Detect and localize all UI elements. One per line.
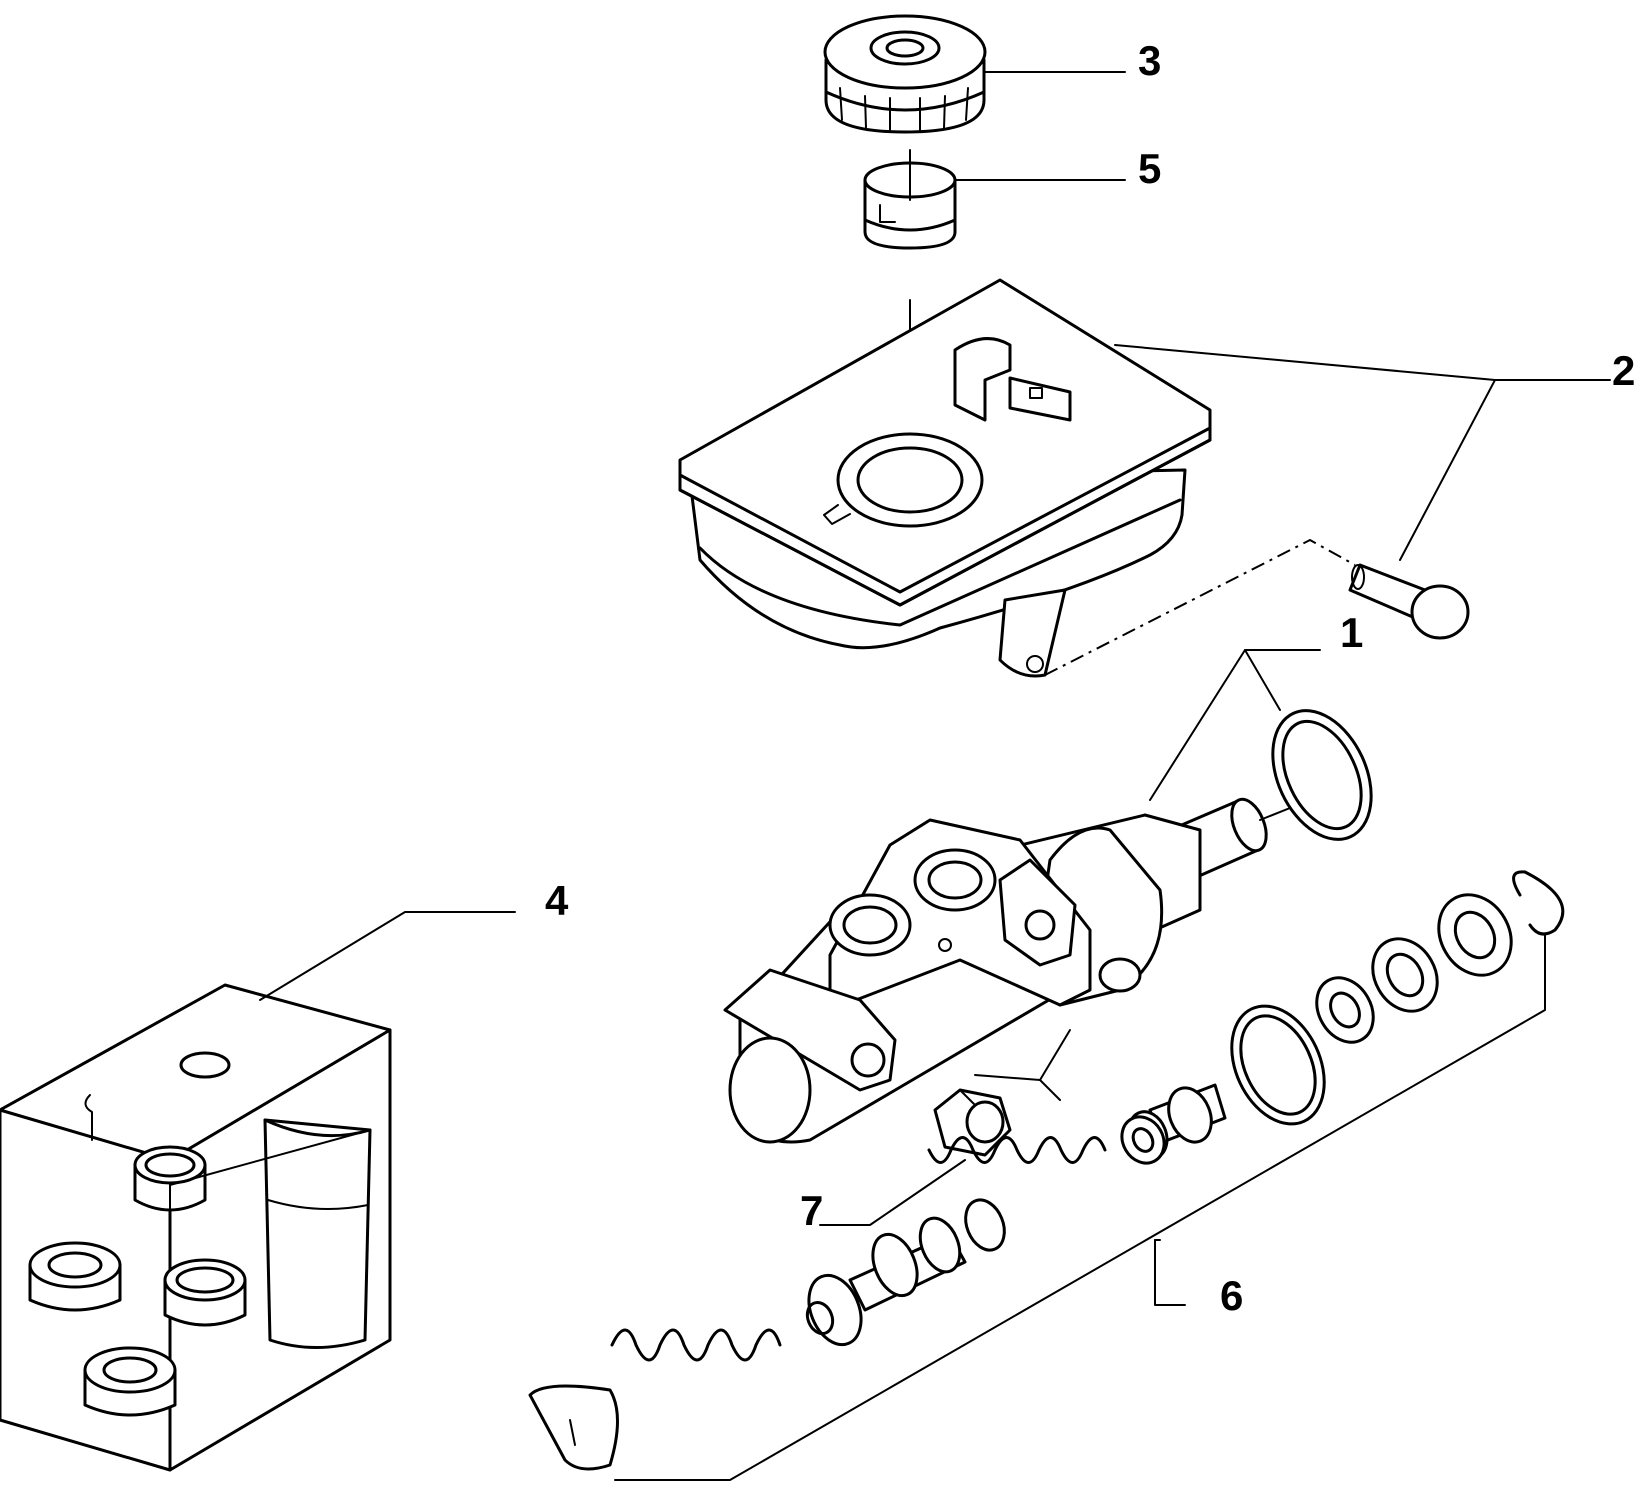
- nut: [933, 1088, 1012, 1157]
- callout-3: 3: [1138, 37, 1162, 84]
- callout-1: 1: [1340, 609, 1364, 656]
- reservoir-cap: [823, 14, 987, 134]
- callout-4: 4: [545, 877, 569, 924]
- fluid-reservoir: [678, 278, 1212, 678]
- callout-6: 6: [1220, 1272, 1244, 1319]
- master-cylinder: [723, 709, 1373, 1144]
- callout-5: 5: [1138, 145, 1162, 192]
- reservoir-pin: [1348, 563, 1470, 640]
- repair-kit: [528, 870, 1565, 1471]
- seal-kit-box: [0, 983, 392, 1472]
- callout-7: 7: [800, 1187, 824, 1234]
- callout-2: 2: [1612, 347, 1636, 394]
